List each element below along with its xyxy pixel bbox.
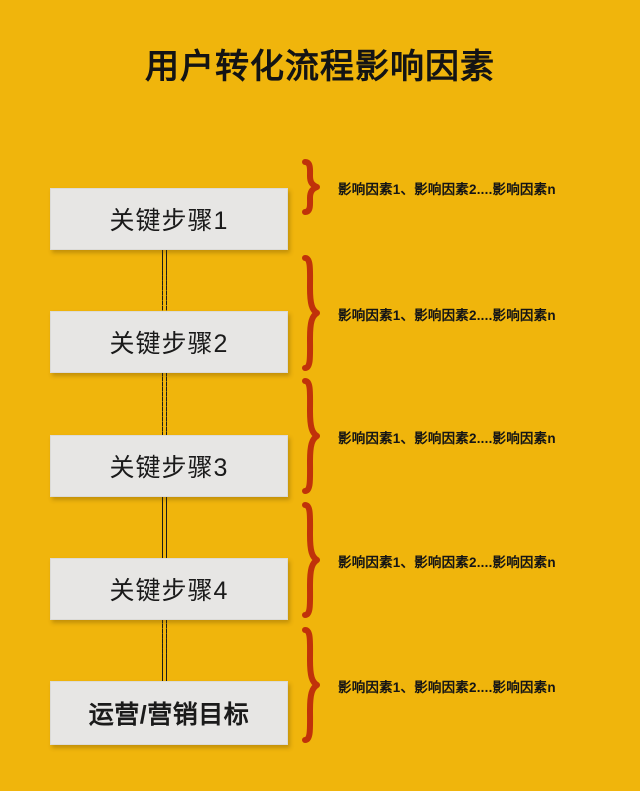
flow-step-label: 关键步骤2	[109, 330, 229, 358]
factor-caption: 影响因素1、影响因素2....影响因素n	[338, 555, 556, 570]
flow-step-box[interactable]: 关键步骤3	[50, 435, 288, 497]
curly-brace-right-icon	[298, 254, 328, 372]
factor-caption: 影响因素1、影响因素2....影响因素n	[338, 182, 556, 197]
flow-step-label: 关键步骤3	[109, 454, 229, 482]
curly-brace-right-icon	[298, 501, 328, 619]
factor-caption: 影响因素1、影响因素2....影响因素n	[338, 680, 556, 695]
curly-brace-right-icon	[298, 158, 328, 216]
flow-goal-label: 运营/营销目标	[88, 701, 250, 729]
flow-goal-box[interactable]: 运营/营销目标	[50, 681, 288, 745]
curly-brace-right-icon	[298, 626, 328, 744]
flow-step-box[interactable]: 关键步骤1	[50, 188, 288, 250]
flow-step-box[interactable]: 关键步骤4	[50, 558, 288, 620]
flow-step-label: 关键步骤4	[109, 577, 229, 605]
flow-column: 关键步骤1 关键步骤2 关键步骤3 关键步骤4 运营/营销目标	[50, 188, 288, 746]
page-title: 用户转化流程影响因素	[145, 48, 495, 86]
factor-caption: 影响因素1、影响因素2....影响因素n	[338, 431, 556, 446]
flow-step-label: 关键步骤1	[109, 207, 229, 235]
flow-step-box[interactable]: 关键步骤2	[50, 311, 288, 373]
curly-brace-right-icon	[298, 377, 328, 495]
factor-caption: 影响因素1、影响因素2....影响因素n	[338, 308, 556, 323]
flow-connector	[162, 620, 167, 700]
